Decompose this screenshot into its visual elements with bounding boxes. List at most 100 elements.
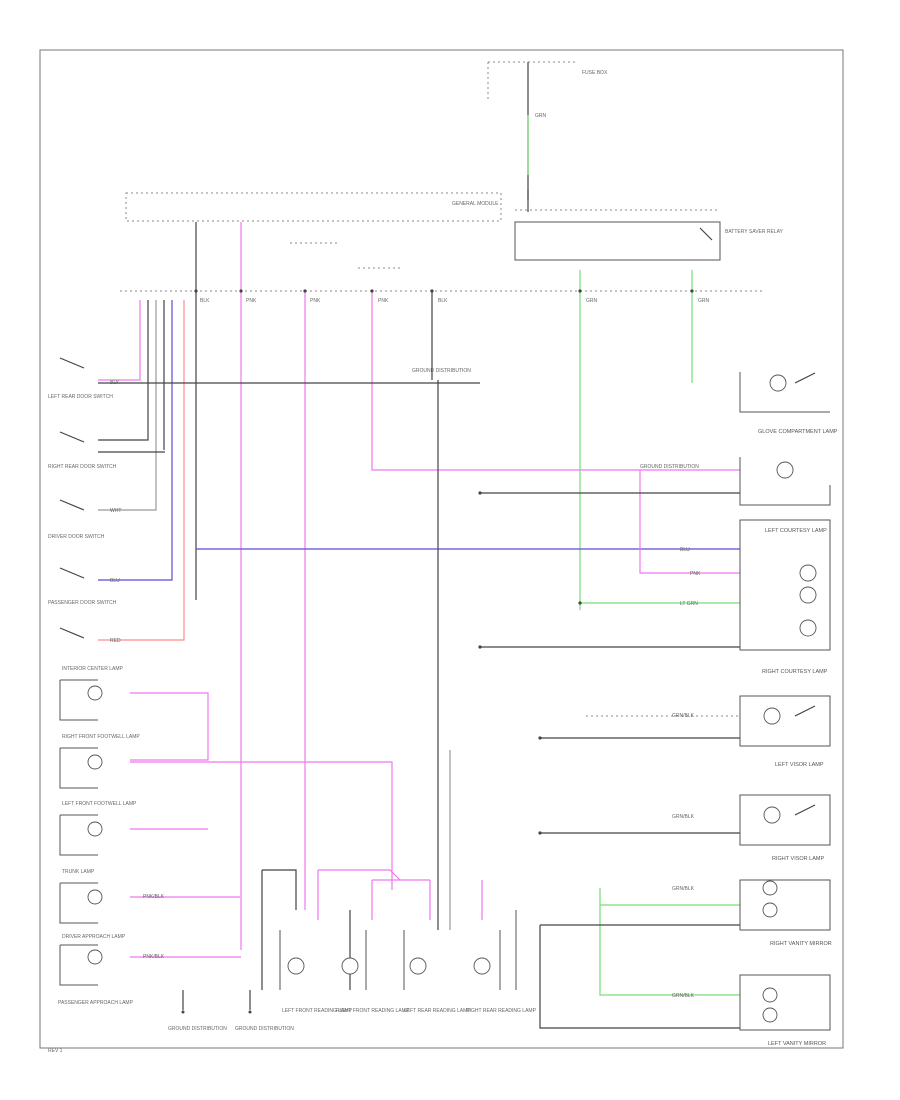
wire-label: PNK [246, 298, 257, 304]
switch-label-rr: RIGHT REAR DOOR SWITCH [48, 464, 117, 470]
lamp-bulb-icon [287, 957, 305, 975]
wire-label: PNK/BLK [143, 894, 165, 900]
wire-label: PNK [690, 571, 701, 577]
switch-icon [794, 804, 816, 816]
wire-labels: GRN BLK PNK PNK PNK BLK GRN GRN BLU PNK … [110, 113, 710, 999]
lamp-label-right-vanity: RIGHT VANITY MIRROR [770, 941, 832, 947]
connector-icon [303, 289, 307, 293]
general-module: GENERAL MODULE [125, 192, 502, 222]
wire-label: GRN/BLK [672, 814, 695, 820]
connector-icon [578, 289, 582, 293]
wire-label: GRN [698, 298, 710, 304]
ground-icon [181, 1010, 185, 1014]
switch-label-passenger: PASSENGER DOOR SWITCH [48, 600, 117, 606]
switch-icon [59, 567, 85, 579]
lamp-bulb-icon [409, 957, 427, 975]
connector-icon [370, 289, 374, 293]
wire-label: GRN [535, 113, 547, 119]
interior-center-lamp: INTERIOR CENTER LAMP [59, 666, 124, 721]
lamp-label-lff: LEFT FRONT FOOTWELL LAMP [62, 801, 137, 807]
lamp-bulb-icon [763, 707, 781, 725]
switch-icon [59, 627, 85, 639]
diagram-frame [39, 49, 844, 1049]
lamp-bulb-icon [762, 1007, 778, 1023]
lamp-label-trunk: TRUNK LAMP [62, 869, 95, 875]
connector-icon [430, 289, 434, 293]
wire-label: GRN/BLK [672, 713, 695, 719]
lamp-label-left-courtesy: LEFT COURTESY LAMP [765, 528, 827, 534]
switch-icon [59, 357, 85, 369]
switch-icon [794, 372, 816, 384]
lamp-label-lfr: LEFT FRONT READING LAMP [282, 1008, 352, 1014]
lamp-bulb-icon [799, 564, 817, 582]
lamp-bulb-icon [769, 374, 787, 392]
lamp-bulb-icon [762, 987, 778, 1003]
connector-icon [194, 289, 198, 293]
lamp-label-rfr: RIGHT FRONT READING LAMP [336, 1008, 410, 1014]
lamp-bulb-icon [799, 586, 817, 604]
wire-label: BLK [438, 298, 448, 304]
ground-label-4: GROUND DISTRIBUTION [640, 464, 699, 470]
driver-approach-lamp: DRIVER APPROACH LAMP [59, 934, 126, 986]
ground-icon [248, 1010, 252, 1014]
wire-label: PNK [378, 298, 389, 304]
connector-icon [538, 831, 542, 835]
lamp-bulb-icon [87, 949, 103, 965]
connector-icon [239, 289, 243, 293]
wire-label: RED [110, 638, 121, 644]
wire-label: WHT [110, 508, 121, 514]
lamp-label-right-courtesy: RIGHT COURTESY LAMP [762, 669, 828, 675]
trunk-lamp: TRUNK LAMP [59, 869, 103, 924]
lamp-label-lrr: LEFT REAR READING LAMP [404, 1008, 471, 1014]
door-switches: LEFT REAR DOOR SWITCH RIGHT REAR DOOR SW… [48, 357, 117, 639]
lamp-bulb-icon [87, 821, 103, 837]
wire-label: BLU [680, 547, 690, 553]
right-front-footwell-lamp: LEFT FRONT FOOTWELL LAMP [59, 801, 137, 856]
wire-label: BLU [110, 578, 120, 584]
right-visor-lamp: RIGHT VISOR LAMP [739, 794, 831, 862]
wire-label: BLK [110, 380, 120, 386]
relay-label: BATTERY SAVER RELAY [725, 229, 784, 235]
connector-icon [690, 289, 694, 293]
lamp-label-interior: INTERIOR CENTER LAMP [62, 666, 124, 672]
ground-label-2: GROUND DISTRIBUTION [235, 1026, 294, 1032]
lamp-label-glove: GLOVE COMPARTMENT LAMP [758, 429, 838, 435]
lamp-bulb-icon [473, 957, 491, 975]
right-vanity-mirror: RIGHT VANITY MIRROR [739, 879, 832, 947]
ground-points: GROUND DISTRIBUTION GROUND DISTRIBUTION … [168, 368, 699, 1032]
lamp-label-left-visor: LEFT VISOR LAMP [775, 762, 824, 768]
wire-label: BLK [200, 298, 210, 304]
left-front-footwell-lamp: RIGHT FRONT FOOTWELL LAMP [59, 734, 140, 789]
battery-saver-relay: BATTERY SAVER RELAY [514, 209, 784, 261]
lamp-label-right-visor: RIGHT VISOR LAMP [772, 856, 824, 862]
switch-label-lr: LEFT REAR DOOR SWITCH [48, 394, 113, 400]
wire-label: GRN [586, 298, 598, 304]
reading-lamps: LEFT FRONT READING LAMP RIGHT FRONT READ… [279, 910, 537, 1014]
wire-label: PNK/BLK [143, 954, 165, 960]
fuse-box-label: FUSE BOX [582, 70, 608, 76]
switch-icon [794, 705, 816, 717]
switch-icon [59, 499, 85, 511]
switch-icon [59, 431, 85, 443]
ground-label-3: GROUND DISTRIBUTION [412, 368, 471, 374]
ground-label-1: GROUND DISTRIBUTION [168, 1026, 227, 1032]
right-courtesy-lamp: LEFT COURTESY LAMP RIGHT COURTESY LAMP [739, 519, 831, 675]
connector-icon [538, 736, 542, 740]
switch-label-driver: DRIVER DOOR SWITCH [48, 534, 105, 540]
footer-text: REV 1 [48, 1048, 63, 1054]
lamp-bulb-icon [87, 754, 103, 770]
connector-icon [478, 645, 482, 649]
glove-compartment-lamp: GLOVE COMPARTMENT LAMP [739, 372, 838, 435]
wire-label: GRN/BLK [672, 886, 695, 892]
left-visor-lamp: LEFT VISOR LAMP [739, 695, 831, 768]
lamp-bulb-icon [799, 619, 817, 637]
lamp-bulb-icon [87, 889, 103, 905]
lamp-bulb-icon [762, 880, 778, 896]
left-vanity-mirror: LEFT VANITY MIRROR [739, 974, 831, 1047]
fuse-box: FUSE BOX [487, 61, 608, 212]
lamp-label-rrr: RIGHT REAR READING LAMP [466, 1008, 537, 1014]
lamp-label-passenger-approach: PASSENGER APPROACH LAMP [58, 1000, 134, 1006]
lamp-bulb-icon [762, 902, 778, 918]
left-courtesy-lamp [739, 457, 831, 506]
